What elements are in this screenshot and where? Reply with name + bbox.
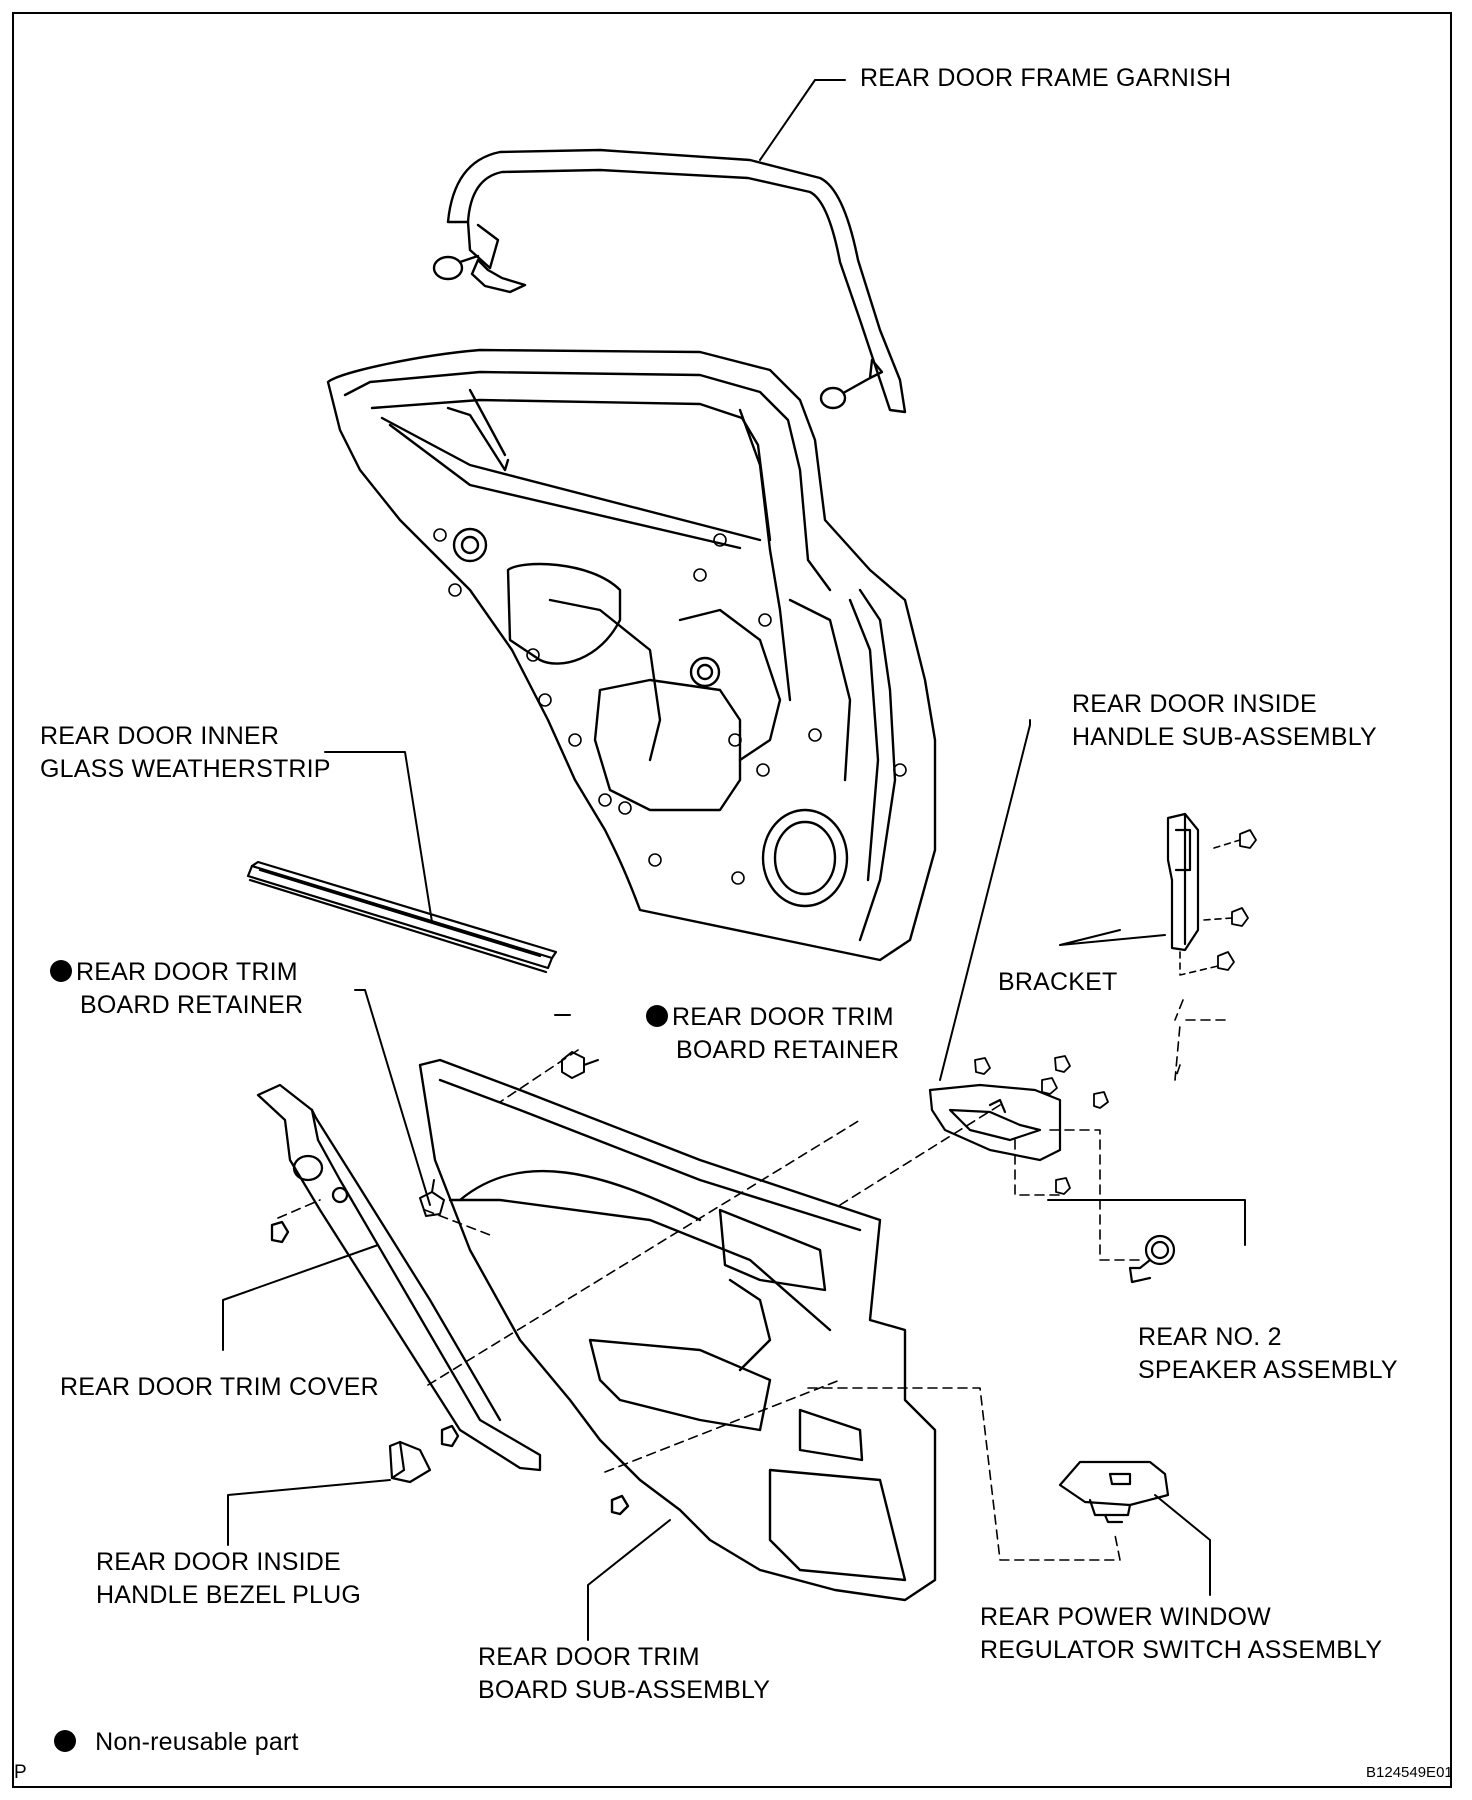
corner-mark: P xyxy=(14,1762,27,1783)
label-line: BOARD SUB-ASSEMBLY xyxy=(478,1676,771,1704)
label-line: SPEAKER ASSEMBLY xyxy=(1138,1356,1398,1384)
label-line: GLASS WEATHERSTRIP xyxy=(40,755,331,783)
rear-door-frame-garnish xyxy=(432,148,907,414)
label-speaker: REAR NO. 2 SPEAKER ASSEMBLY xyxy=(1138,1321,1398,1387)
bracket xyxy=(1166,812,1257,976)
rear-door-inside-handle xyxy=(928,1055,1109,1195)
label-line: HANDLE BEZEL PLUG xyxy=(96,1581,362,1609)
rear-door-panel xyxy=(326,348,937,962)
label-retainer-right: REAR DOOR TRIM BOARD RETAINER xyxy=(646,1001,899,1067)
label-trim-board: REAR DOOR TRIM BOARD SUB-ASSEMBLY xyxy=(478,1641,770,1707)
non-reusable-dot-icon xyxy=(646,1005,668,1027)
label-text: REAR DOOR TRIM xyxy=(76,958,298,986)
label-line: REAR DOOR INSIDE xyxy=(96,1548,341,1576)
label-frame-garnish: REAR DOOR FRAME GARNISH xyxy=(860,62,1231,95)
power-window-switch xyxy=(1058,1460,1170,1524)
label-inner-weatherstrip: REAR DOOR INNER GLASS WEATHERSTRIP xyxy=(40,720,331,786)
label-text: REAR DOOR TRIM xyxy=(672,1003,894,1031)
rear-door-trim-board xyxy=(418,1058,937,1602)
legend: Non-reusable part xyxy=(54,1726,299,1759)
label-inside-handle: REAR DOOR INSIDE HANDLE SUB-ASSEMBLY xyxy=(1072,688,1377,754)
label-retainer-left: REAR DOOR TRIM BOARD RETAINER xyxy=(50,956,303,1022)
diagram-border xyxy=(12,12,1452,1788)
label-trim-cover: REAR DOOR TRIM COVER xyxy=(60,1371,379,1404)
label-line: BRACKET xyxy=(998,968,1118,996)
label-line: REGULATOR SWITCH ASSEMBLY xyxy=(980,1636,1383,1664)
label-line: REAR NO. 2 xyxy=(1138,1323,1282,1351)
label-line: HANDLE SUB-ASSEMBLY xyxy=(1072,723,1377,751)
label-line: REAR POWER WINDOW xyxy=(980,1603,1271,1631)
rear-door-trim-cover xyxy=(256,1083,542,1472)
label-line: REAR DOOR TRIM xyxy=(478,1643,700,1671)
label-line: REAR DOOR TRIM xyxy=(50,956,303,989)
label-bezel-plug: REAR DOOR INSIDE HANDLE BEZEL PLUG xyxy=(96,1546,361,1612)
label-line: REAR DOOR FRAME GARNISH xyxy=(860,64,1232,92)
label-line: BOARD RETAINER xyxy=(80,991,304,1019)
legend-text: Non-reusable part xyxy=(95,1728,299,1756)
rear-no2-speaker xyxy=(1128,1234,1176,1284)
label-line: REAR DOOR INSIDE xyxy=(1072,690,1317,718)
leader-lines xyxy=(222,79,1246,1641)
label-line: REAR DOOR TRIM xyxy=(646,1001,899,1034)
label-bracket: BRACKET xyxy=(998,966,1117,999)
label-line: REAR DOOR TRIM COVER xyxy=(60,1373,379,1401)
label-line: BOARD RETAINER xyxy=(676,1036,900,1064)
label-line: REAR DOOR INNER xyxy=(40,722,280,750)
dashed-lines xyxy=(277,999,1226,1561)
trim-retainers xyxy=(419,1051,599,1217)
inner-glass-weatherstrip xyxy=(246,860,558,974)
figure-code: B124549E01 xyxy=(1366,1764,1453,1781)
inside-handle-bezel-plug xyxy=(388,1440,432,1484)
label-window-switch: REAR POWER WINDOW REGULATOR SWITCH ASSEM… xyxy=(980,1601,1382,1667)
non-reusable-dot-icon xyxy=(54,1730,76,1752)
non-reusable-dot-icon xyxy=(50,960,72,982)
